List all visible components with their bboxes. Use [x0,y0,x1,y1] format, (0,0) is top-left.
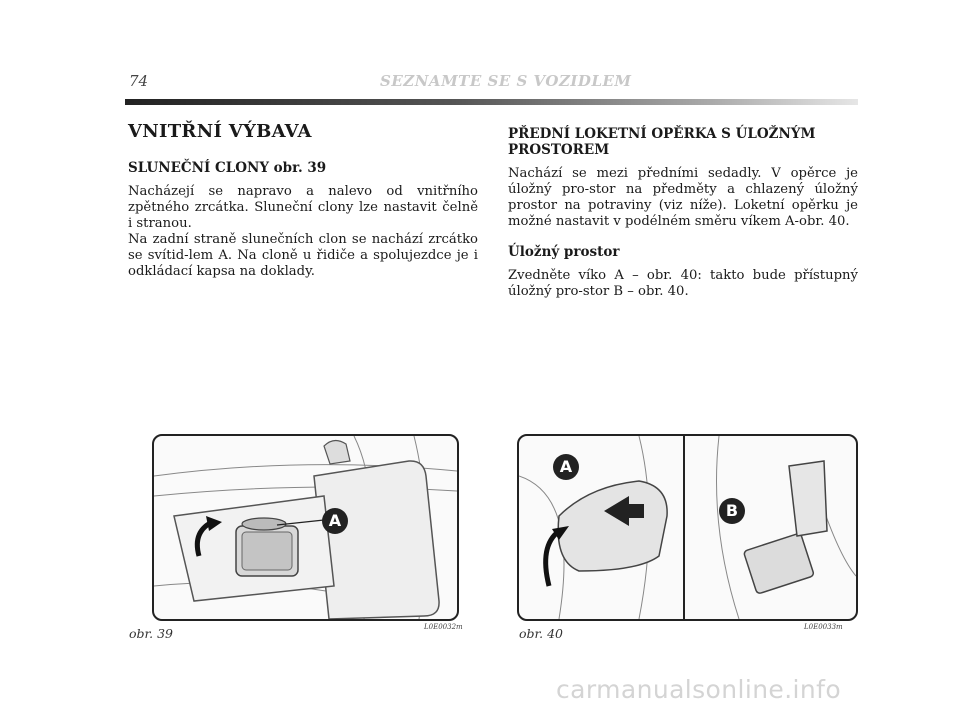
armrest-heading: PŘEDNÍ LOKETNÍ OPĚRKA S ÚLOŽNÝM PROSTORE… [508,126,816,158]
callout-b-badge: B [719,498,745,524]
right-column: PŘEDNÍ LOKETNÍ OPĚRKA S ÚLOŽNÝM PROSTORE… [508,122,858,300]
section-title: VNITŘNÍ VÝBAVA [128,121,312,142]
figure-39-caption: obr. 39 [129,626,173,641]
figure-39-sun-visor: A [152,434,459,621]
running-title: SEZNAMTE SE S VOZIDLEM [380,72,632,90]
figure-40-code: L0E0033m [804,623,843,631]
sun-visors-text-2: Na zadní straně slunečních clon se nachá… [128,232,478,279]
callout-a-badge: A [322,508,348,534]
sun-visors-text: Nacházejí se napravo a nalevo od vnitřní… [128,184,478,231]
watermark: carmanualsonline.info [556,675,842,704]
storage-heading: Úložný prostor [508,244,620,260]
figure-divider [683,436,685,619]
page-header: 74 SEZNAMTE SE S VOZIDLEM [125,72,860,92]
page-number: 74 [129,72,149,90]
armrest-text: Nachází se mezi předními sedadly. V opěr… [508,166,858,229]
sun-visor-illustration [154,436,457,619]
figure-39-code: L0E0032m [424,623,463,631]
callout-a-badge: A [553,454,579,480]
sun-visors-heading: SLUNEČNÍ CLONY obr. 39 [128,160,327,176]
figure-40-caption: obr. 40 [519,626,563,641]
figure-40-armrest: A B [517,434,858,621]
armrest-illustration [519,436,856,619]
storage-text: Zvedněte víko A – obr. 40: takto bude př… [508,268,858,299]
left-column: VNITŘNÍ VÝBAVA SLUNEČNÍ CLONY obr. 39 Na… [128,122,478,280]
header-rule [125,99,858,105]
